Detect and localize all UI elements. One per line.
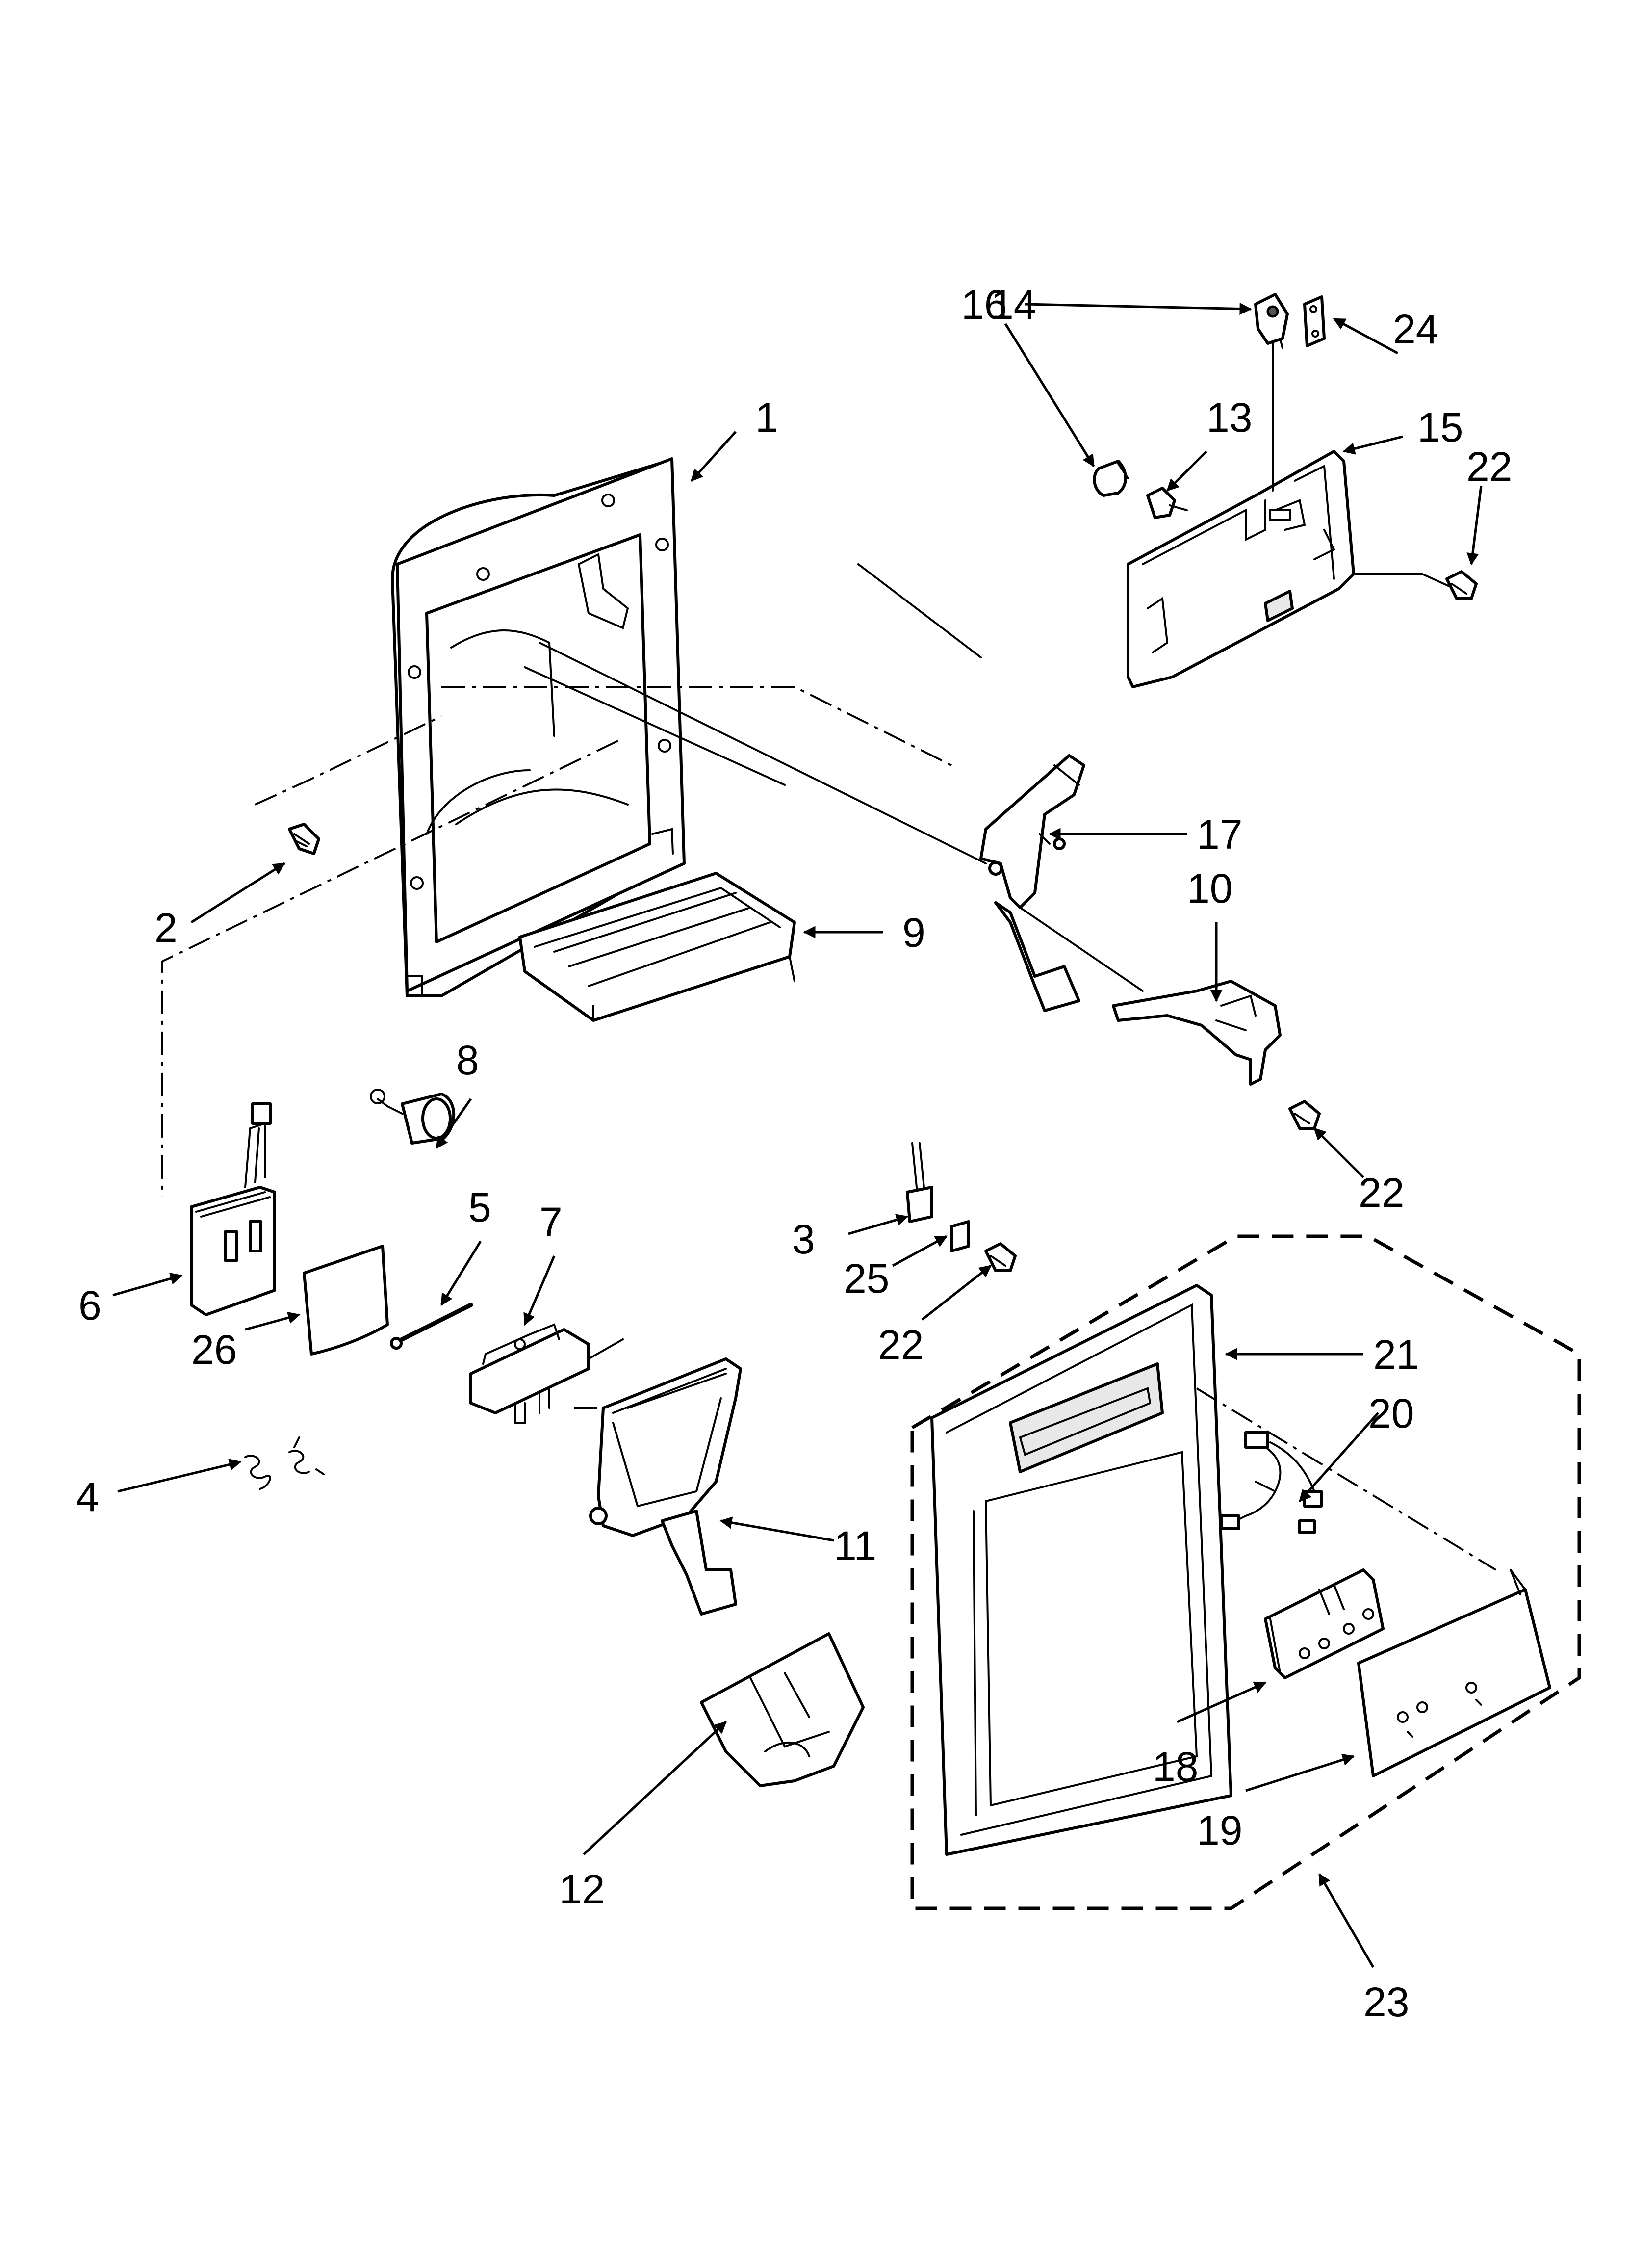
callout-16: 16 <box>961 282 1007 328</box>
part-22-screw-a <box>1288 1100 1321 1130</box>
part-22-screw-c <box>1445 570 1478 600</box>
connector-line-15-22 <box>1353 573 1450 587</box>
callout-21: 21 <box>1373 1331 1419 1378</box>
part-14-switch <box>1254 293 1289 349</box>
callout-4: 4 <box>76 1474 99 1520</box>
part-19-panel <box>1357 1569 1551 1777</box>
callout-17: 17 <box>1197 811 1242 858</box>
callout-24: 24 <box>1393 306 1438 352</box>
part-4-springs <box>244 1436 325 1490</box>
part-25-clip <box>950 1220 970 1252</box>
part-20-harness <box>1220 1431 1323 1534</box>
leader-lines <box>112 303 1483 1968</box>
callout-13: 13 <box>1206 394 1252 441</box>
part-13-socket <box>1146 487 1188 519</box>
part-6-module <box>190 1102 276 1316</box>
part-18-control-board <box>1264 1568 1385 1679</box>
callout-26: 26 <box>191 1327 237 1373</box>
part-12-ice-guide <box>700 1632 865 1787</box>
part-11-chute-door <box>589 1357 742 1616</box>
part-9-drip-tray <box>518 872 796 1022</box>
callout-9: 9 <box>902 910 925 956</box>
callout-3: 3 <box>792 1216 815 1262</box>
kit-23-boundary <box>910 1234 1581 1910</box>
callout-labels: 1 2 3 4 5 6 7 8 9 10 11 12 13 14 15 16 1… <box>76 282 1512 2025</box>
callout-7: 7 <box>539 1199 563 1245</box>
callout-14: 14 <box>991 282 1036 328</box>
callout-20: 20 <box>1368 1390 1414 1436</box>
part-5-pin <box>390 1303 473 1350</box>
part-17-paddle <box>979 754 1085 1012</box>
part-8-solenoid <box>370 1089 455 1145</box>
callout-25: 25 <box>844 1255 889 1302</box>
callout-5: 5 <box>468 1184 491 1230</box>
part-15-bracket <box>1127 450 1355 688</box>
callout-23: 23 <box>1363 1979 1409 2025</box>
explosion-lines <box>161 563 1497 1571</box>
callout-22-top: 22 <box>1466 443 1512 490</box>
callout-11: 11 <box>834 1523 876 1569</box>
callout-12: 12 <box>559 1866 605 1912</box>
part-3-clip <box>906 1142 933 1223</box>
callout-10: 10 <box>1187 865 1232 912</box>
part-22-screw-b <box>984 1242 1017 1272</box>
callout-18: 18 <box>1153 1744 1198 1790</box>
callout-22-middle: 22 <box>878 1322 924 1368</box>
part-24-plate <box>1303 295 1326 347</box>
part-21-frame <box>930 1284 1232 1856</box>
part-10-lever <box>1112 980 1282 1086</box>
callout-2: 2 <box>154 905 178 951</box>
part-1-housing <box>391 457 686 997</box>
callout-15: 15 <box>1417 404 1463 450</box>
callout-6: 6 <box>78 1282 102 1329</box>
callout-22-right: 22 <box>1359 1170 1404 1216</box>
callout-19: 19 <box>1197 1807 1242 1853</box>
callout-8: 8 <box>456 1037 479 1083</box>
part-26-pad <box>303 1245 389 1356</box>
part-7-bracket <box>469 1323 624 1424</box>
part-2-screw <box>288 823 320 855</box>
callout-1: 1 <box>755 394 778 441</box>
part-16-lamp <box>1093 460 1129 497</box>
